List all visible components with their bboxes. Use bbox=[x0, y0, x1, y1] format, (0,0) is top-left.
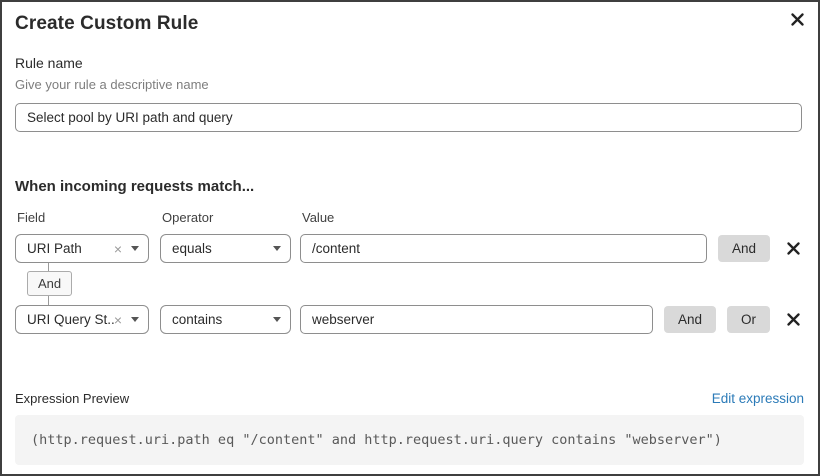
clear-icon[interactable]: × bbox=[113, 311, 122, 328]
condition-row-1: URI Path × equals And bbox=[15, 234, 802, 263]
value-input-1[interactable] bbox=[300, 234, 707, 263]
expression-preview-label: Expression Preview bbox=[15, 391, 130, 406]
connector-and-chip[interactable]: And bbox=[27, 271, 73, 296]
match-section-heading: When incoming requests match... bbox=[15, 178, 255, 195]
edit-expression-link[interactable]: Edit expression bbox=[711, 391, 804, 406]
rule-name-helper: Give your rule a descriptive name bbox=[15, 77, 209, 92]
operator-select-2[interactable]: contains bbox=[160, 305, 291, 334]
or-button-row-2[interactable]: Or bbox=[727, 306, 770, 333]
chevron-down-icon bbox=[131, 246, 139, 251]
remove-condition-button-2[interactable] bbox=[785, 312, 801, 328]
dialog-title: Create Custom Rule bbox=[15, 13, 199, 34]
connector-line-top bbox=[48, 263, 49, 271]
value-input-2[interactable] bbox=[300, 305, 653, 334]
field-select-2-value: URI Query St... bbox=[27, 312, 114, 327]
remove-condition-button-1[interactable] bbox=[785, 241, 801, 257]
chevron-down-icon bbox=[273, 317, 281, 322]
and-button-row-1[interactable]: And bbox=[717, 235, 770, 262]
field-select-1[interactable]: URI Path × bbox=[15, 234, 149, 263]
operator-column-label: Operator bbox=[162, 210, 214, 225]
operator-select-1-value: equals bbox=[172, 241, 212, 256]
operator-select-1[interactable]: equals bbox=[160, 234, 291, 263]
column-labels: Field Operator Value bbox=[15, 210, 798, 225]
expression-preview-header: Expression Preview Edit expression bbox=[15, 391, 804, 406]
clear-icon[interactable]: × bbox=[113, 240, 122, 257]
and-button-row-2[interactable]: And bbox=[663, 306, 716, 333]
chevron-down-icon bbox=[273, 246, 281, 251]
rule-name-input[interactable] bbox=[15, 103, 802, 132]
rule-name-label: Rule name bbox=[15, 55, 83, 71]
chevron-down-icon bbox=[131, 317, 139, 322]
close-button[interactable] bbox=[787, 9, 807, 29]
connector-line-bottom bbox=[48, 296, 49, 305]
expression-code-block: (http.request.uri.path eq "/content" and… bbox=[15, 415, 804, 465]
remove-icon bbox=[786, 313, 800, 326]
field-select-1-value: URI Path bbox=[27, 241, 82, 256]
operator-select-2-value: contains bbox=[172, 312, 223, 327]
value-column-label: Value bbox=[302, 210, 335, 225]
close-icon bbox=[790, 12, 804, 26]
remove-icon bbox=[786, 242, 800, 255]
condition-row-2: URI Query St... × contains And Or bbox=[15, 305, 802, 334]
field-select-2[interactable]: URI Query St... × bbox=[15, 305, 149, 334]
field-column-label: Field bbox=[17, 210, 46, 225]
